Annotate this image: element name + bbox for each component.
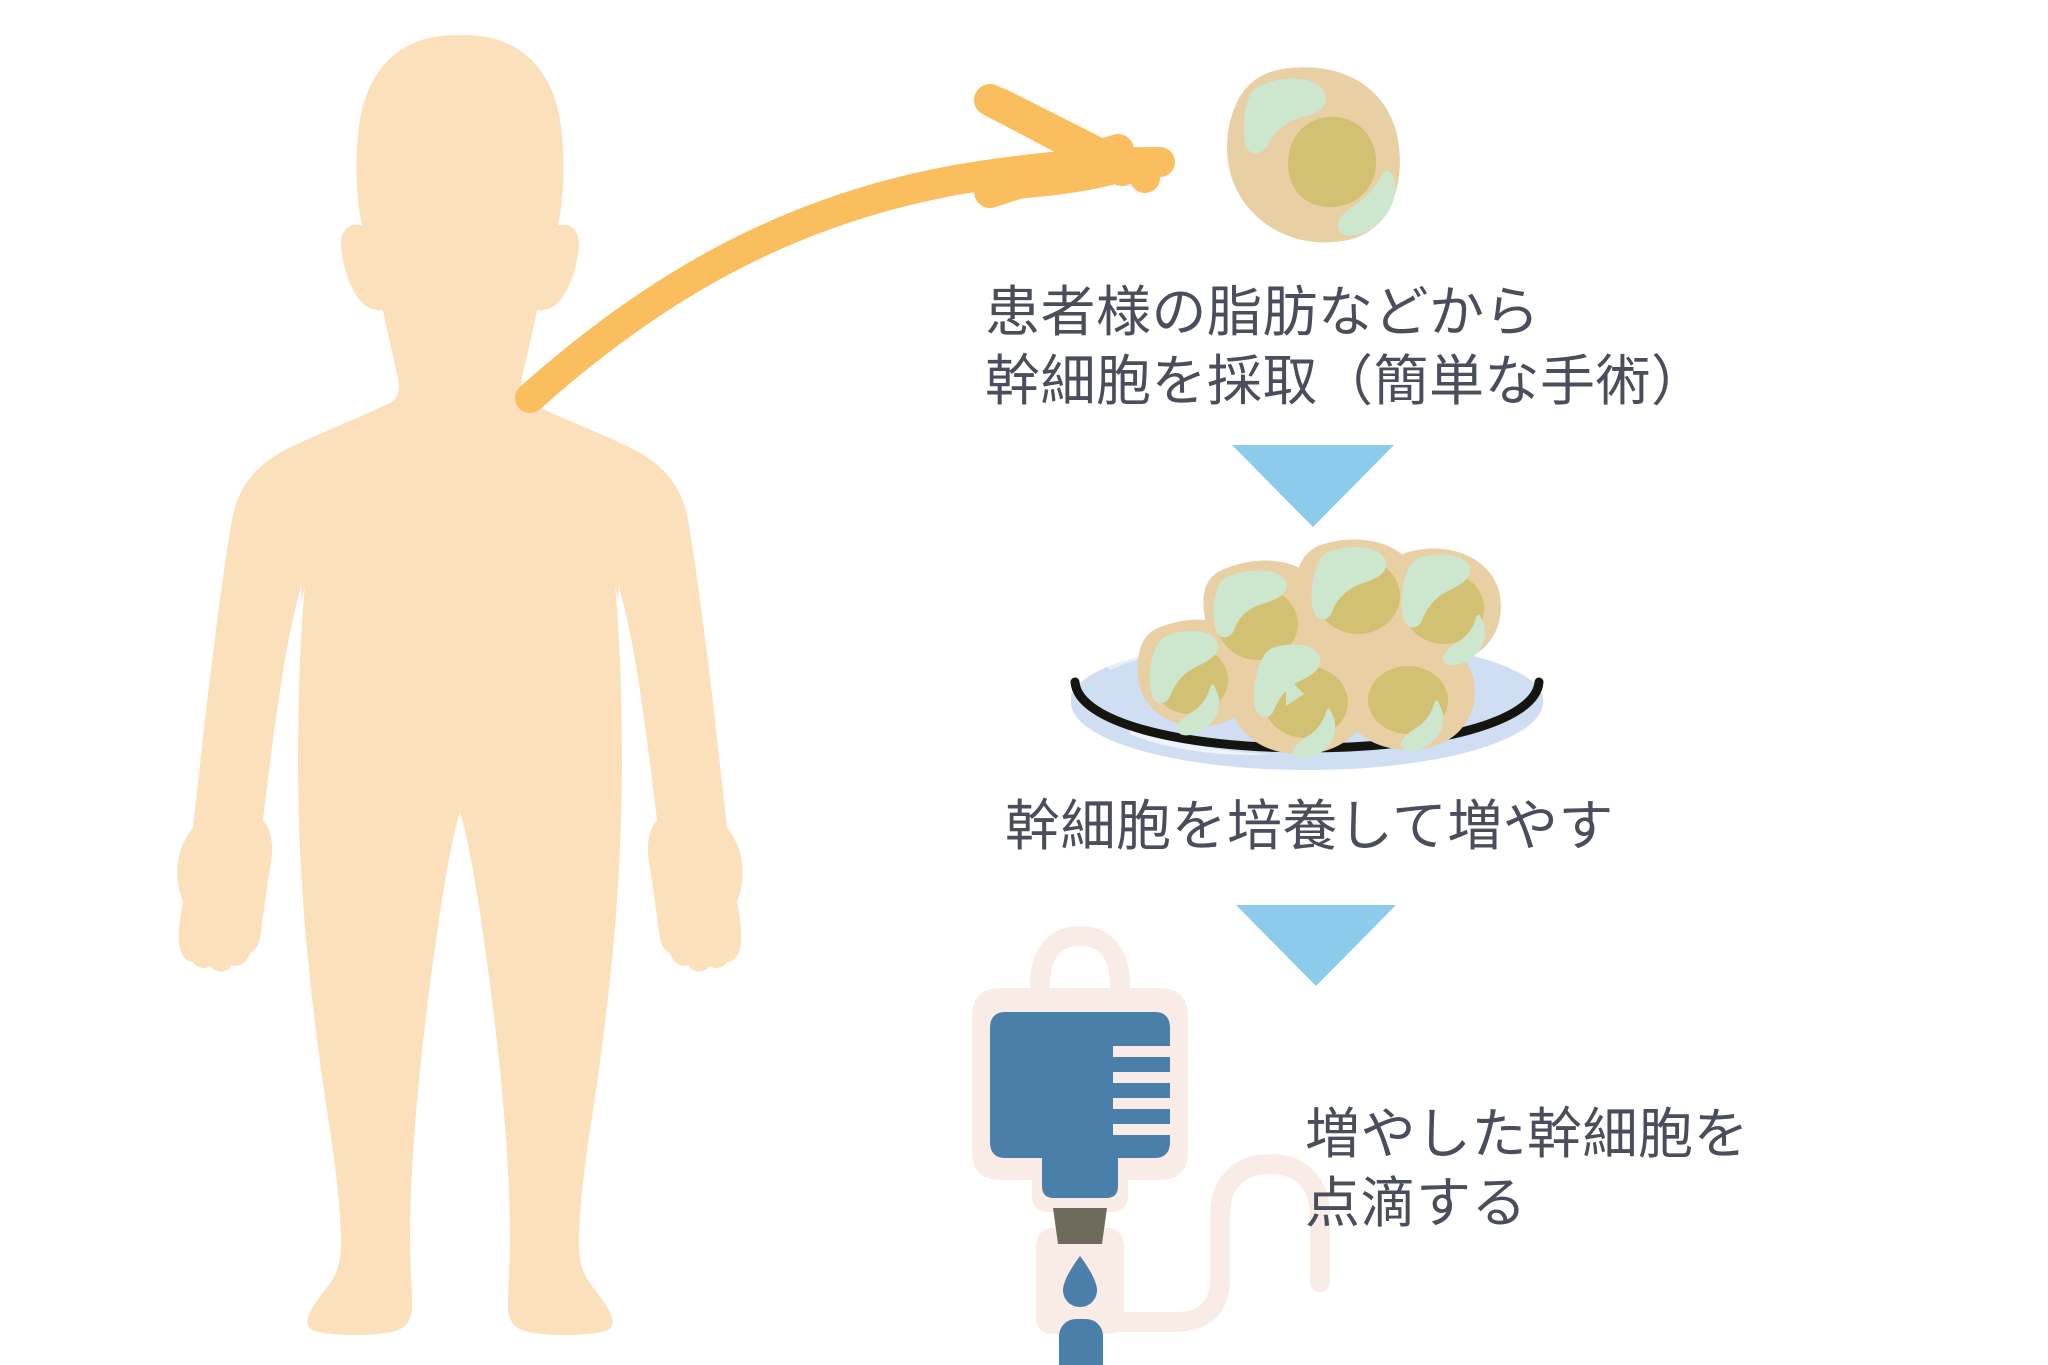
down-triangle-shape bbox=[1232, 445, 1394, 527]
caption-culture: 幹細胞を培養して増やす bbox=[1005, 796, 1614, 857]
stem-cell-shape bbox=[1227, 67, 1400, 243]
caption-infuse: 増やした幹細胞を 点滴する bbox=[1305, 1104, 1750, 1235]
down-triangle-shape bbox=[1236, 905, 1396, 986]
iv-chamber-fluid-shape bbox=[1059, 1319, 1103, 1365]
cell-cluster-shape bbox=[1137, 539, 1501, 760]
caption-harvest: 患者様の脂肪などから 幹細胞を採取（簡単な手術） bbox=[985, 282, 1707, 413]
iv-tube-shape bbox=[1078, 1154, 1330, 1332]
iv-cap-shape bbox=[1053, 1208, 1107, 1244]
iv-droplet-shape bbox=[1063, 1256, 1097, 1307]
iv-hanger-shape bbox=[1030, 925, 1130, 1012]
body-shape bbox=[177, 35, 743, 1335]
iv-fluid-shape bbox=[990, 1012, 1171, 1198]
curved-arrow-shape bbox=[515, 84, 1175, 413]
